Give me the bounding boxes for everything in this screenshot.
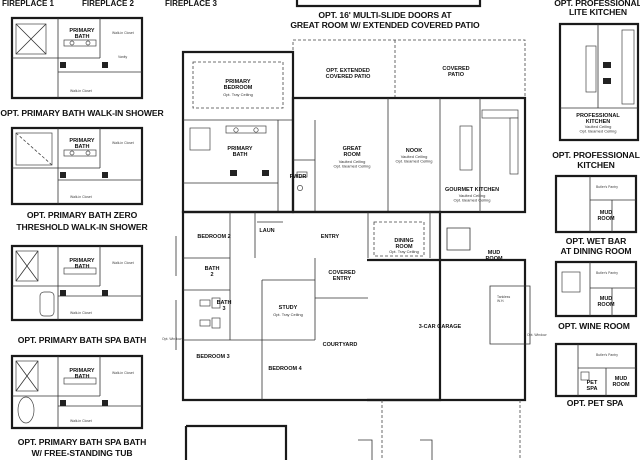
room-pwdr: PWDR <box>290 174 307 180</box>
fireplace-3-label: FIREPLACE 3 <box>165 0 218 8</box>
wine-room-caption: OPT. WINE ROOM <box>558 321 630 331</box>
fireplace-2-label: FIREPLACE 2 <box>82 0 135 8</box>
walkin-closet-label-3: Walk-in Closet <box>112 261 134 265</box>
room-bedroom-3: BEDROOM 3 <box>196 354 229 360</box>
room-courtyard: COURTYARD <box>323 342 358 348</box>
multislide-doors-caption-1: OPT. 16' MULTI-SLIDE DOORS AT <box>318 10 452 20</box>
multislide-doors-caption-2: GREAT ROOM W/ EXTENDED COVERED PATIO <box>290 20 480 30</box>
freestanding-tub-caption-1: OPT. PRIMARY BATH SPA BATH <box>18 437 146 447</box>
prof-kitchen-caption-1: OPT. PROFESSIONAL <box>552 150 640 160</box>
prof-kitchen-caption-2: KITCHEN <box>577 160 615 170</box>
walkin-closet-bottom-4: Walk-in Closet <box>70 419 92 423</box>
room-gourmet-kitchen: GOURMET KITCHEN <box>445 187 499 193</box>
opt-window-right: Opt. Window <box>527 333 547 337</box>
wet-bar-caption-1: OPT. WET BAR <box>566 236 627 246</box>
butler-pantry-2: Butler's Pantry <box>596 271 618 275</box>
butler-pantry-1: Butler's Pantry <box>596 185 618 189</box>
primary-bedroom-sub: Opt. Tray Ceiling <box>223 92 253 97</box>
butler-pantry-3: Butler's Pantry <box>596 353 618 357</box>
lite-kitchen-caption-2: LITE KITCHEN <box>569 7 627 17</box>
dining-room-sub: Opt. Tray Ceiling <box>389 249 419 254</box>
walkin-closet-bottom-2: Walk-in Closet <box>70 195 92 199</box>
spa-bath-caption: OPT. PRIMARY BATH SPA BATH <box>18 335 146 345</box>
freestanding-tub-caption-2: W/ FREE-STANDING TUB <box>32 448 133 458</box>
room-study: STUDY <box>279 305 298 311</box>
room-laun: LAUN <box>259 228 274 234</box>
walkin-closet-label-4: Walk-in Closet <box>112 371 134 375</box>
pet-spa-caption: OPT. PET SPA <box>567 398 623 408</box>
study-sub: Opt. Tray Ceiling <box>273 312 303 317</box>
room-entry: ENTRY <box>321 234 340 240</box>
opt-window-left: Opt. Window <box>162 337 182 341</box>
room-3-car-garage: 3-CAR GARAGE <box>419 324 462 330</box>
room-bedroom-4: BEDROOM 4 <box>268 366 302 372</box>
zero-threshold-caption-2: THRESHOLD WALK-IN SHOWER <box>16 222 148 232</box>
room-nook: NOOK <box>406 148 423 154</box>
vanity-label-1: Vanity <box>118 55 127 59</box>
lite-kitchen-caption-1: OPT. PROFESSIONAL <box>554 0 640 8</box>
multislide-door-sketch <box>295 0 482 8</box>
room-bedroom-2: BEDROOM 2 <box>197 234 230 240</box>
main-floor-plan <box>175 39 531 460</box>
walkin-closet-bottom-3: Walk-in Closet <box>70 311 92 315</box>
walkin-shower-caption: OPT. PRIMARY BATH WALK-IN SHOWER <box>0 108 164 118</box>
walkin-closet-label-2: Walk-in Closet <box>112 141 134 145</box>
walkin-closet-bottom-1: Walk-in Closet <box>70 89 92 93</box>
fireplace-1-label: FIREPLACE 1 <box>2 0 55 8</box>
wet-bar-caption-2: AT DINING ROOM <box>560 246 631 256</box>
walkin-closet-label-1: Walk-in Closet <box>112 31 134 35</box>
zero-threshold-caption-1: OPT. PRIMARY BATH ZERO <box>27 210 138 220</box>
